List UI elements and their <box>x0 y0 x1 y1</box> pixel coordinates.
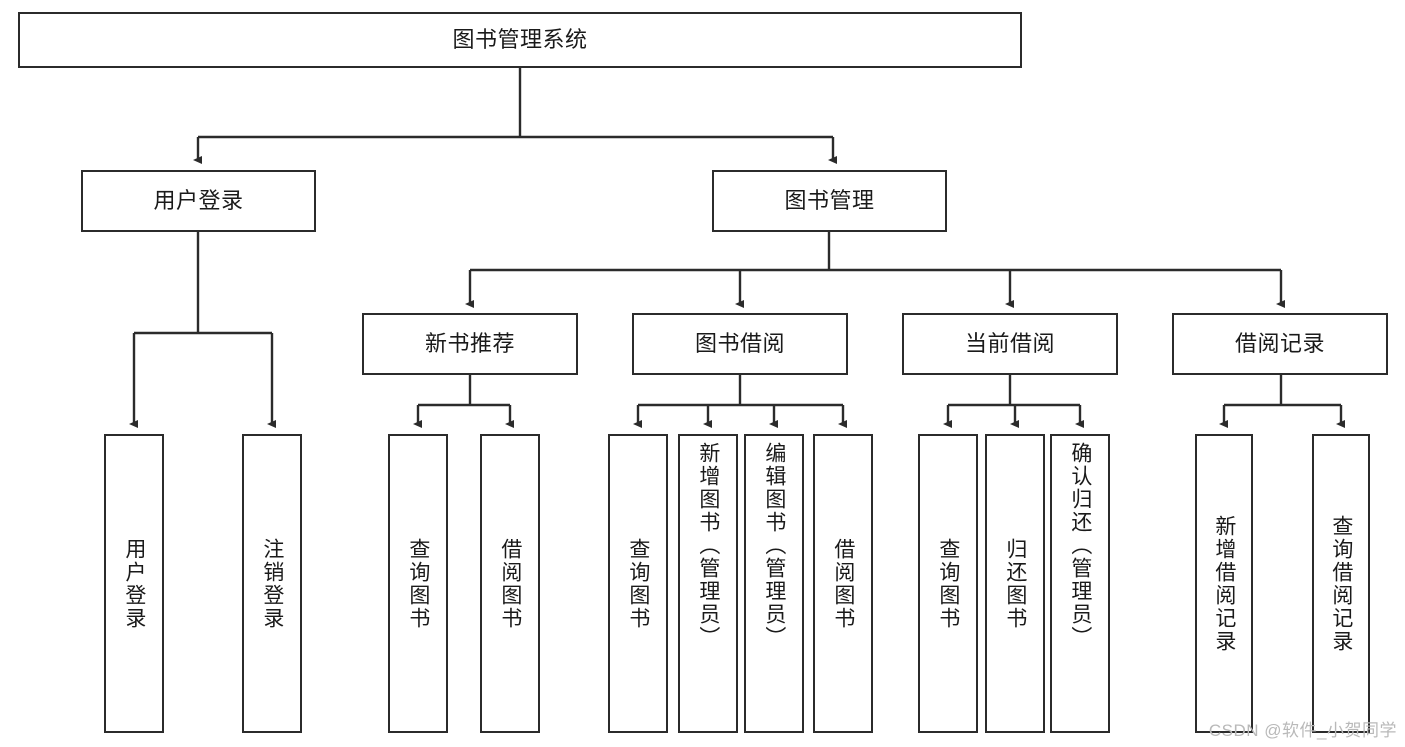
leaf-borrow-borrow-book[interactable]: 借阅图书 <box>813 434 873 733</box>
node-label: 借阅图书 <box>831 537 855 630</box>
node-label: 借阅图书 <box>498 537 522 630</box>
node-book-management[interactable]: 图书管理 <box>712 170 947 232</box>
node-current-borrow[interactable]: 当前借阅 <box>902 313 1118 375</box>
leaf-borrow-add-book-admin[interactable]: 新增图书（管理员） <box>678 434 738 733</box>
node-new-book-recommend[interactable]: 新书推荐 <box>362 313 578 375</box>
leaf-borrow-edit-book-admin[interactable]: 编辑图书（管理员） <box>744 434 804 733</box>
leaf-records-query-record[interactable]: 查询借阅记录 <box>1312 434 1370 733</box>
leaf-current-confirm-return-admin[interactable]: 确认归还（管理员） <box>1050 434 1110 733</box>
leaf-user-login-signin[interactable]: 用户登录 <box>104 434 164 733</box>
node-label: 查询借阅记录 <box>1329 514 1353 653</box>
leaf-borrow-query-book[interactable]: 查询图书 <box>608 434 668 733</box>
node-label: 查询图书 <box>406 537 430 630</box>
node-label: 归还图书 <box>1003 537 1027 630</box>
node-root-system[interactable]: 图书管理系统 <box>18 12 1022 68</box>
node-label: 用户登录 <box>122 537 146 630</box>
node-label: 图书管理 <box>784 188 875 214</box>
node-label: 当前借阅 <box>964 331 1055 357</box>
node-label: 确认归还（管理员） <box>1068 442 1092 649</box>
node-label: 借阅记录 <box>1234 331 1325 357</box>
node-book-borrow[interactable]: 图书借阅 <box>632 313 848 375</box>
node-label: 编辑图书（管理员） <box>762 442 786 649</box>
node-label: 用户登录 <box>153 188 244 214</box>
node-label: 查询图书 <box>936 537 960 630</box>
leaf-current-return-book[interactable]: 归还图书 <box>985 434 1045 733</box>
node-label: 注销登录 <box>260 537 284 630</box>
csdn-watermark: CSDN @软件_小贺同学 <box>1208 721 1397 740</box>
node-label: 新增图书（管理员） <box>696 442 720 649</box>
leaf-user-login-signout[interactable]: 注销登录 <box>242 434 302 733</box>
node-label: 新增借阅记录 <box>1212 514 1236 653</box>
leaf-new-book-borrow[interactable]: 借阅图书 <box>480 434 540 733</box>
node-user-login[interactable]: 用户登录 <box>81 170 316 232</box>
node-label: 新书推荐 <box>424 331 515 357</box>
node-label: 图书管理系统 <box>452 27 588 53</box>
leaf-records-add-record[interactable]: 新增借阅记录 <box>1195 434 1253 733</box>
node-borrow-records[interactable]: 借阅记录 <box>1172 313 1388 375</box>
node-label: 图书借阅 <box>694 331 785 357</box>
leaf-new-book-query[interactable]: 查询图书 <box>388 434 448 733</box>
leaf-current-query-book[interactable]: 查询图书 <box>918 434 978 733</box>
node-label: 查询图书 <box>626 537 650 630</box>
